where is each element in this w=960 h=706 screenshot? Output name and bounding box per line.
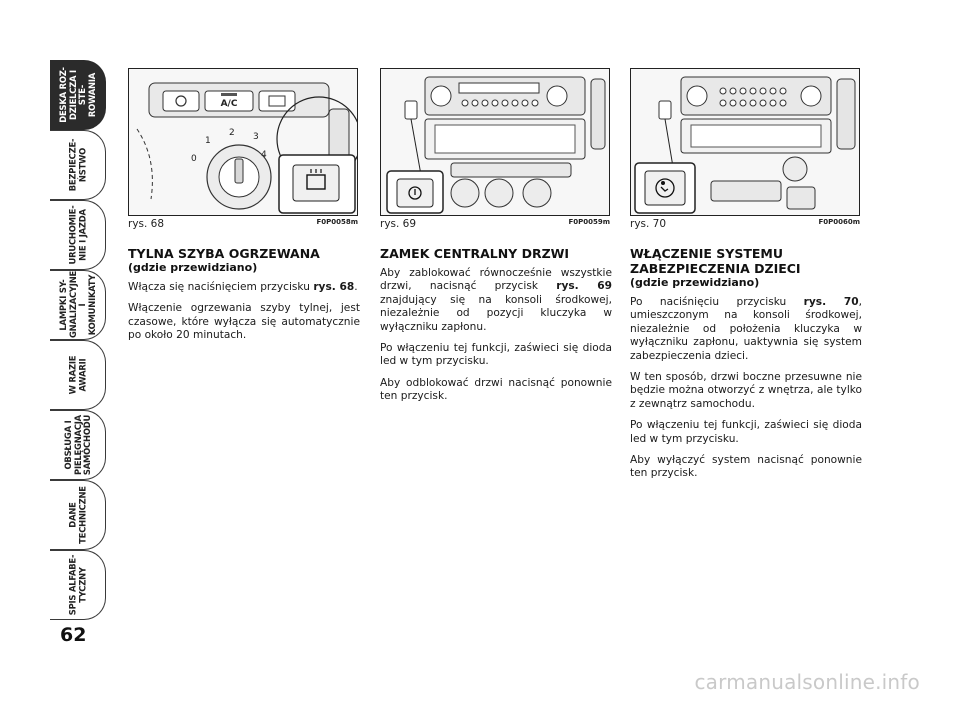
tab-lampki[interactable]: LAMPKI SY- GNALIZACYJNE I KOMUNIKATY bbox=[50, 270, 106, 340]
figure-68: A/C 0 1 2 3 4 bbox=[128, 68, 358, 216]
figure-68-number: rys. 68 bbox=[128, 218, 165, 230]
tab-deska-rozdzielcza[interactable]: DESKA ROZ- DZIELCZA I STE- ROWANIA bbox=[50, 60, 106, 130]
tab-label: W RAZIE AWARII bbox=[67, 355, 87, 395]
tab-obsluga[interactable]: OBSŁUGA I PIELĘGNACJA SAMOCHODU bbox=[50, 410, 106, 480]
section-rear-window-heating: TYLNA SZYBA OGRZEWANA (gdzie przewidzian… bbox=[128, 246, 360, 351]
tab-label: BEZPIECZE- ŃSTWO bbox=[67, 138, 87, 192]
section-title-line-1: WŁĄCZENIE SYSTEMU bbox=[630, 246, 783, 261]
paragraph: Po włączeniu tej funkcji, zaświeci się d… bbox=[380, 342, 612, 368]
paragraph: Włącza się naciśnięciem przycisku rys. 6… bbox=[128, 281, 358, 293]
svg-text:0: 0 bbox=[191, 154, 197, 164]
figure-68-code: F0P0058m bbox=[316, 218, 358, 226]
section-subtitle: (gdzie przewidziano) bbox=[128, 261, 258, 274]
figure-70 bbox=[630, 68, 860, 216]
figure-69-illustration bbox=[381, 69, 609, 215]
tab-label: URUCHOMIE- NIE I JAZDA bbox=[67, 205, 87, 265]
tab-label: SPIS ALFABE- TYCZNY bbox=[67, 554, 87, 616]
section-central-locking: ZAMEK CENTRALNY DRZWI Aby zablokować rów… bbox=[380, 246, 612, 412]
paragraph: Aby odblokować drzwi nacisnąć ponownie t… bbox=[380, 376, 612, 403]
paragraph: W ten sposób, drzwi boczne przesuwne nie… bbox=[630, 371, 862, 410]
tab-w-razie-awarii[interactable]: W RAZIE AWARII bbox=[50, 340, 106, 410]
svg-text:2: 2 bbox=[229, 128, 235, 138]
tab-uruchomienie[interactable]: URUCHOMIE- NIE I JAZDA bbox=[50, 200, 106, 270]
tab-spis-alfabetyczny[interactable]: SPIS ALFABE- TYCZNY bbox=[50, 550, 106, 620]
ac-button-label: A/C bbox=[221, 99, 238, 109]
watermark: carmanualsonline.info bbox=[694, 670, 920, 694]
figure-69-number: rys. 69 bbox=[380, 218, 417, 230]
tab-dane-techniczne[interactable]: DANE TECHNICZNE bbox=[50, 480, 106, 550]
section-title: TYLNA SZYBA OGRZEWANA bbox=[128, 246, 320, 261]
svg-text:1: 1 bbox=[205, 136, 211, 146]
paragraph: Aby wyłączyć system nacisnąć ponownie te… bbox=[630, 454, 862, 480]
page-number: 62 bbox=[60, 624, 87, 646]
paragraph: Aby zablokować równocześnie wszystkie dr… bbox=[380, 267, 613, 333]
figure-70-illustration bbox=[631, 69, 859, 215]
tab-label: DANE TECHNICZNE bbox=[67, 486, 87, 544]
section-title: ZAMEK CENTRALNY DRZWI bbox=[380, 246, 570, 261]
tab-label: OBSŁUGA I PIELĘGNACJA SAMOCHODU bbox=[62, 414, 92, 476]
section-tabs: DESKA ROZ- DZIELCZA I STE- ROWANIA BEZPI… bbox=[50, 60, 108, 620]
figure-68-caption: rys. 68 F0P0058m bbox=[128, 218, 358, 232]
figure-69 bbox=[380, 68, 610, 216]
figure-69-code: F0P0059m bbox=[568, 218, 610, 226]
figure-69-caption: rys. 69 F0P0059m bbox=[380, 218, 610, 232]
section-subtitle: (gdzie przewidziano) bbox=[630, 276, 760, 289]
svg-text:4: 4 bbox=[261, 150, 267, 160]
section-title-line-2: ZABEZPIECZENIA DZIECI bbox=[630, 261, 801, 276]
figure-70-caption: rys. 70 F0P0060m bbox=[630, 218, 860, 232]
figure-70-code: F0P0060m bbox=[818, 218, 860, 226]
paragraph: Włączenie ogrzewania szyby tylnej, jest … bbox=[128, 302, 360, 342]
tab-bezpieczenstwo[interactable]: BEZPIECZE- ŃSTWO bbox=[50, 130, 106, 200]
figure-70-number: rys. 70 bbox=[630, 218, 667, 230]
tab-label: LAMPKI SY- GNALIZACYJNE I KOMUNIKATY bbox=[57, 270, 97, 338]
figure-68-illustration: A/C 0 1 2 3 4 bbox=[129, 69, 357, 215]
tab-label: DESKA ROZ- DZIELCZA I STE- ROWANIA bbox=[57, 67, 97, 123]
paragraph: Po włączeniu tej funkcji, zaświeci się d… bbox=[630, 419, 862, 445]
svg-text:3: 3 bbox=[253, 132, 259, 142]
paragraph: Po naciśnięciu przycisku rys. 70, umiesz… bbox=[630, 296, 863, 362]
section-child-lock: WŁĄCZENIE SYSTEMU ZABEZPIECZENIA DZIECI … bbox=[630, 246, 862, 489]
